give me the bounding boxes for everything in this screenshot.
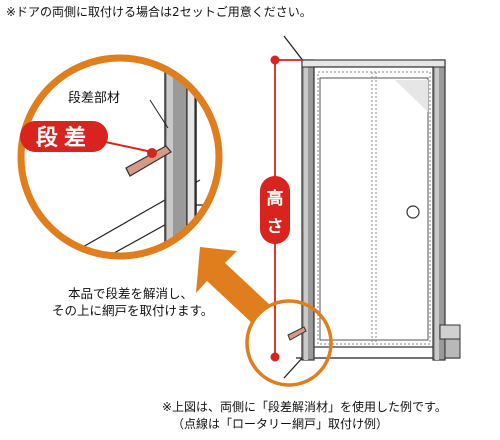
small-detail-circle	[245, 299, 333, 387]
height-indicator: 高 さ	[260, 55, 302, 362]
bottom-note-line-2: （点線は「ロータリー網戸」取付け例）	[172, 417, 389, 431]
door-illustration	[283, 35, 461, 379]
step-point-dot	[147, 148, 157, 158]
door-knob	[406, 205, 420, 219]
height-label-bottom: さ	[267, 217, 284, 237]
pointer-arrow	[196, 247, 270, 323]
description-line-2: その上に網戸を取付けます。	[52, 303, 214, 318]
part-label: 段差部材	[68, 91, 120, 106]
part-leader-line	[149, 99, 169, 129]
bottom-note-line-1: ※上図は、両側に「段差解消材」を使用した例です。	[162, 400, 447, 414]
height-label-top: 高	[267, 188, 284, 209]
step-badge	[20, 121, 108, 152]
description-line-1: 本品で段差を解消し、	[68, 286, 194, 301]
callout-circle-ring	[17, 54, 223, 260]
height-badge	[260, 176, 290, 244]
screen-door-outline	[317, 71, 431, 345]
detail-callout: 段差部材 段差	[17, 54, 223, 260]
top-note: ※ドアの両側に取付ける場合は2セットご用意ください。	[6, 5, 312, 19]
step-badge-label: 段差	[36, 125, 92, 151]
